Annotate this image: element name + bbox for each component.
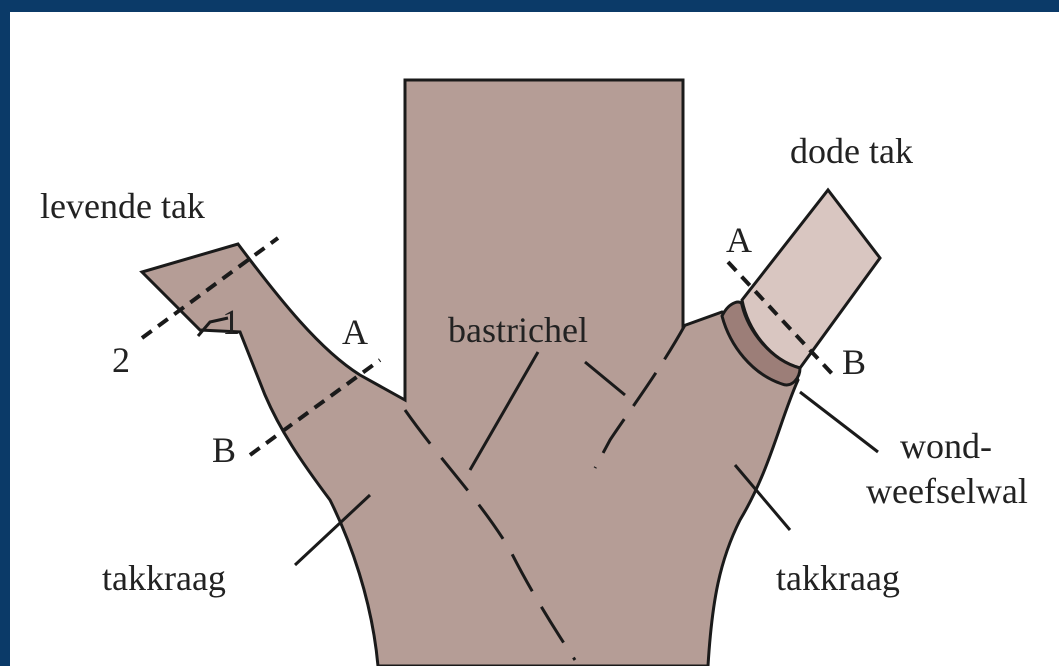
label-left-1: 1 [222,302,240,342]
label-dead-branch: dode tak [790,131,913,171]
label-callus-line1: wond- [900,426,992,466]
leader-wondweefselwal [800,392,878,452]
label-collar-left: takkraag [102,558,226,598]
trunk-and-branches [142,80,798,666]
label-callus-line2: weefselwal [866,471,1028,511]
label-right-b: B [842,342,866,382]
label-collar-right: takkraag [776,558,900,598]
label-left-b: B [212,430,236,470]
label-left-2: 2 [112,340,130,380]
label-left-a: A [342,312,368,352]
label-living-branch: levende tak [40,186,205,226]
label-bark-ridge: bastrichel [448,310,588,350]
label-right-a: A [726,220,752,260]
